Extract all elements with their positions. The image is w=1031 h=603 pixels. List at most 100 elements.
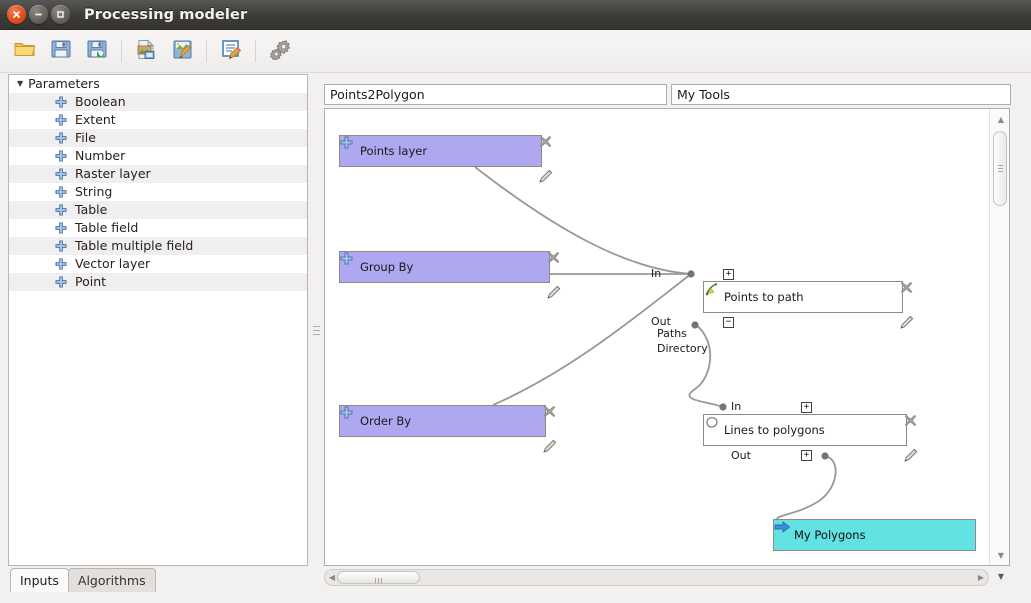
model-name-input[interactable]	[324, 84, 667, 105]
toolbar-separator	[121, 40, 122, 62]
tree-item-vector-layer[interactable]: Vector layer	[9, 255, 307, 273]
output-port-paths[interactable]: Paths	[657, 327, 687, 340]
tree-item-label: Raster layer	[75, 166, 151, 181]
output-port-directory[interactable]: Directory	[657, 342, 708, 355]
scrollbar-grip-icon	[997, 163, 1003, 174]
model-node-order-by[interactable]: Order By	[339, 405, 557, 453]
close-icon[interactable]	[7, 5, 26, 24]
port-dot-out-lines-to-polygons	[821, 452, 829, 460]
scroll-left-arrow-icon[interactable]: ◀	[328, 573, 336, 582]
tab-inputs-label: Inputs	[20, 573, 59, 588]
tree-item-file[interactable]: File	[9, 129, 307, 147]
model-node-lines-to-polygons[interactable]: Lines to polygons	[703, 414, 918, 462]
tab-algorithms[interactable]: Algorithms	[67, 568, 156, 592]
plus-cross-icon	[55, 222, 67, 234]
node-label: Lines to polygons	[724, 423, 825, 437]
model-node-group-by[interactable]: Group By	[339, 251, 561, 299]
save-icon	[50, 38, 72, 64]
edit-help-icon	[220, 38, 243, 65]
tab-inputs[interactable]: Inputs	[10, 568, 69, 592]
chevron-down-icon[interactable]: ▼	[17, 79, 24, 88]
connector-order-by	[492, 273, 692, 406]
export-image-button[interactable]	[129, 34, 163, 68]
tree-item-extent[interactable]: Extent	[9, 111, 307, 129]
plus-cross-icon	[55, 132, 67, 144]
tree-item-label: Number	[75, 148, 126, 163]
connector-paths-to-lines	[688, 324, 724, 408]
scrollbar-grip-icon	[374, 568, 383, 587]
minimize-icon[interactable]	[29, 5, 48, 24]
group-name-input[interactable]	[671, 84, 1011, 105]
node-label: My Polygons	[794, 528, 866, 542]
in-label-lines-to-polygons: In	[731, 400, 742, 413]
tree-item-label: Table multiple field	[75, 238, 194, 253]
model-node-points-to-path[interactable]: Points to path	[703, 281, 914, 329]
tree-item-label: Table	[75, 202, 108, 217]
tree-item-label: String	[75, 184, 113, 199]
save-model-button[interactable]	[44, 34, 78, 68]
scroll-up-arrow-icon[interactable]: ▲	[997, 114, 1005, 124]
out-label-lines-to-polygons: Out	[731, 449, 751, 462]
model-node-my-polygons[interactable]: My Polygons	[773, 519, 976, 551]
scroll-right-arrow-icon[interactable]: ▶	[977, 573, 985, 582]
expand-inputs-toggle-points-to-path[interactable]: +	[723, 269, 734, 280]
plus-cross-icon	[55, 204, 67, 216]
horizontal-scrollbar-thumb[interactable]	[337, 571, 420, 584]
node-label: Points to path	[724, 290, 804, 304]
tree-item-raster-layer[interactable]: Raster layer	[9, 165, 307, 183]
in-label-points-to-path: In	[651, 267, 662, 280]
folder-open-icon	[13, 37, 37, 65]
port-dot-paths	[691, 321, 699, 329]
connector-layer	[474, 166, 837, 520]
toolbar-separator	[255, 40, 256, 62]
port-dot-in-points-to-path	[687, 270, 695, 278]
plus-cross-icon	[55, 276, 67, 288]
open-model-button[interactable]	[8, 34, 42, 68]
tree-item-label: Boolean	[75, 94, 126, 109]
panel-splitter[interactable]	[310, 74, 322, 566]
tree-item-label: Vector layer	[75, 256, 151, 271]
model-canvas-container: Points layer Group By	[324, 108, 1010, 566]
tree-item-boolean[interactable]: Boolean	[9, 93, 307, 111]
expand-outputs-toggle-lines-to-polygons[interactable]: +	[801, 450, 812, 461]
window-controls	[0, 5, 70, 24]
plus-cross-icon	[55, 150, 67, 162]
tree-item-number[interactable]: Number	[9, 147, 307, 165]
export-script-button[interactable]	[165, 34, 199, 68]
expand-inputs-toggle-lines-to-polygons[interactable]: +	[801, 402, 812, 413]
toolbar-separator	[206, 40, 207, 62]
save-model-as-button[interactable]	[80, 34, 114, 68]
scrollbar-corner-dropdown-icon[interactable]: ▼	[997, 571, 1005, 581]
model-node-points-layer[interactable]: Points layer	[339, 135, 553, 183]
plus-cross-icon	[55, 96, 67, 108]
plus-cross-icon	[55, 186, 67, 198]
node-label: Group By	[360, 260, 414, 274]
edit-help-button[interactable]	[214, 34, 248, 68]
canvas-horizontal-scrollbar[interactable]: ◀ ▶	[324, 569, 989, 586]
scroll-down-arrow-icon[interactable]: ▼	[997, 550, 1005, 560]
tree-item-table-field[interactable]: Table field	[9, 219, 307, 237]
run-model-button[interactable]	[263, 34, 297, 68]
collapse-outputs-toggle-points-to-path[interactable]: −	[723, 317, 734, 328]
vertical-scrollbar-thumb[interactable]	[993, 131, 1007, 206]
tree-item-label: Point	[75, 274, 107, 289]
tree-root-parameters[interactable]: ▼ Parameters	[9, 75, 307, 93]
splitter-grip-icon[interactable]	[313, 326, 320, 340]
tree-item-table-multiple-field[interactable]: Table multiple field	[9, 237, 307, 255]
node-label: Points layer	[360, 144, 428, 158]
plus-cross-icon	[55, 114, 67, 126]
maximize-icon[interactable]	[51, 5, 70, 24]
export-image-icon	[135, 38, 158, 65]
tree-item-string[interactable]: String	[9, 183, 307, 201]
tree-item-table[interactable]: Table	[9, 201, 307, 219]
tab-algorithms-label: Algorithms	[77, 573, 146, 588]
plus-cross-icon	[55, 168, 67, 180]
left-panel-tabs: Inputs Algorithms	[10, 568, 156, 592]
tree-item-point[interactable]: Point	[9, 273, 307, 291]
out-label-points-to-path: Out	[651, 315, 671, 328]
canvas-vertical-scrollbar[interactable]: ▲ ▼	[989, 109, 1009, 565]
model-canvas[interactable]: Points layer Group By	[325, 109, 989, 565]
tree-item-label: Extent	[75, 112, 116, 127]
